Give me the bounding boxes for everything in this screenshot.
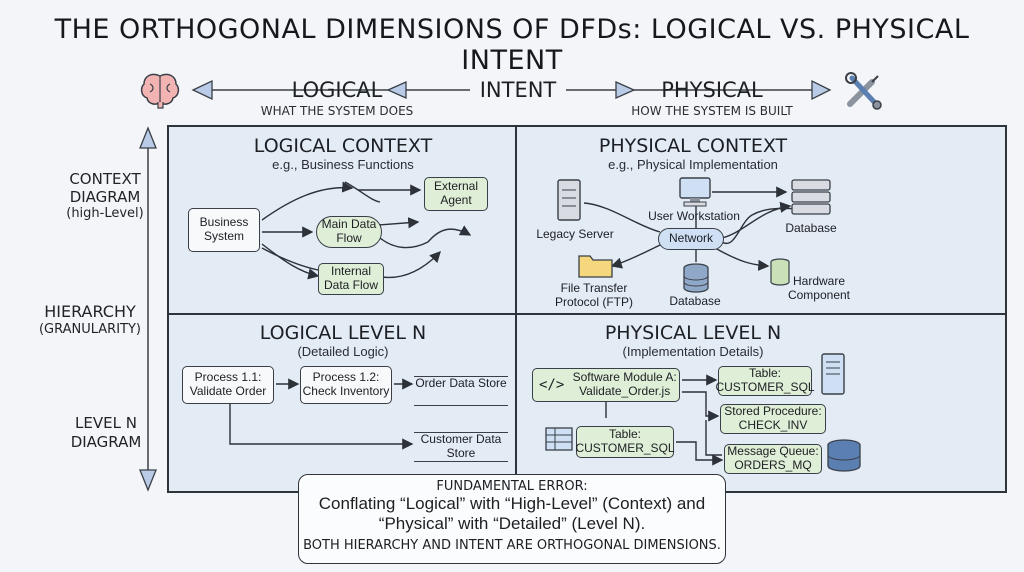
hardware-label: Hardware Component [787, 274, 851, 302]
folder-icon [578, 255, 613, 278]
level-n-label-line-2: DIAGRAM [70, 432, 142, 451]
hierarchy-label: HIERARCHY (GRANULARITY) [34, 302, 146, 339]
hardware-icon [770, 258, 790, 286]
ftp-label: File Transfer Protocol (FTP) [554, 281, 633, 309]
physical-context-title: PHYSICAL CONTEXT [598, 135, 788, 157]
message-queue-box: Message Queue: ORDERS_MQ [724, 444, 822, 474]
error-line-2: “Physical” with “Detailed” (Level N). [378, 514, 646, 534]
workstation-label: User Workstation [648, 209, 740, 223]
process-1-2-box: Process 1.2: Check Inventory [300, 366, 392, 404]
server-icon [557, 179, 581, 221]
arrowhead-left [191, 79, 213, 101]
level-n-label-line-1: LEVEL N [75, 414, 137, 432]
logical-sublabel: WHAT THE SYSTEM DOES [260, 104, 414, 118]
logical-context-subtitle: e.g., Business Functions [272, 157, 414, 172]
hierarchy-label-line-2: (GRANULARITY) [38, 322, 142, 337]
main-data-flow-oval: Main Data Flow [316, 216, 382, 248]
intent-label: INTENT [470, 78, 566, 102]
code-icon: </> [539, 376, 565, 393]
logical-label: LOGICAL [291, 78, 383, 102]
business-system-box: Business System [188, 208, 260, 252]
process-1-1-box: Process 1.1: Validate Order [182, 366, 274, 404]
logical-context-title: LOGICAL CONTEXT [253, 135, 433, 157]
table-grid-icon [545, 427, 573, 451]
physical-level-subtitle: (Implementation Details) [622, 344, 764, 359]
physical-context-flows [583, 186, 801, 271]
fundamental-error-note: FUNDAMENTAL ERROR: Conflating “Logical” … [298, 474, 726, 564]
error-line-1: Conflating “Logical” with “High-Level” (… [318, 494, 706, 513]
physical-context-subtitle: e.g., Physical Implementation [608, 157, 778, 172]
software-module-label: Software Module A: Validate_Order.js [572, 370, 677, 398]
physical-level-flows [605, 374, 724, 466]
queue-cylinder-icon [827, 439, 861, 472]
legacy-server-label: Legacy Server [536, 227, 614, 241]
order-data-store: Order Data Store [414, 376, 508, 406]
software-module-box: </> Software Module A: Validate_Order.js [532, 368, 680, 402]
level-n-diagram-label: LEVEL N DIAGRAM [56, 414, 156, 452]
database-cylinder-icon [683, 263, 709, 293]
table-bottom-box: Table: CUSTOMER_SQL [575, 426, 675, 458]
hierarchy-label-line-1: HIERARCHY [44, 302, 136, 321]
workstation-icon [679, 177, 711, 207]
network-oval: Network [658, 228, 724, 250]
physical-label: PHYSICAL [661, 78, 763, 102]
hierarchy-axis [139, 126, 157, 492]
context-label-line-3: (high-Level) [66, 206, 144, 221]
arrowhead-right [811, 79, 832, 101]
logical-context-flows [261, 181, 472, 280]
arrowhead-right-mid [615, 80, 636, 100]
arrowhead-left-mid [386, 80, 407, 100]
database-top-label: Database [785, 221, 837, 235]
logical-level-title: LOGICAL LEVEL N [259, 322, 427, 344]
internal-data-flow-box: Internal Data Flow [318, 263, 384, 295]
physical-level-title: PHYSICAL LEVEL N [604, 322, 782, 344]
context-label-line-1: CONTEXT [69, 170, 141, 188]
logical-level-flows [229, 378, 414, 450]
server-tower-icon [821, 353, 845, 395]
database-bottom-label: Database [669, 294, 721, 308]
stored-procedure-box: Stored Procedure: CHECK_INV [720, 404, 826, 434]
database-server-icon [791, 179, 831, 215]
context-label-line-2: DIAGRAM [69, 188, 141, 206]
context-diagram-label: CONTEXT DIAGRAM (high-Level) [50, 170, 160, 222]
error-line-3: BOTH HIERARCHY AND INTENT ARE ORTHOGONAL… [303, 537, 721, 553]
brain-icon [140, 73, 180, 109]
customer-data-store: Customer Data Store [414, 432, 508, 462]
logical-level-subtitle: (Detailed Logic) [297, 344, 389, 359]
tools-icon [845, 72, 882, 110]
physical-sublabel: HOW THE SYSTEM IS BUILT [631, 104, 793, 118]
error-heading: FUNDAMENTAL ERROR: [436, 479, 588, 494]
table-top-box: Table: CUSTOMER_SQL [715, 366, 815, 396]
page-title: THE ORTHOGONAL DIMENSIONS OF DFDs: LOGIC… [54, 14, 970, 76]
external-agent-box: External Agent [424, 177, 488, 211]
